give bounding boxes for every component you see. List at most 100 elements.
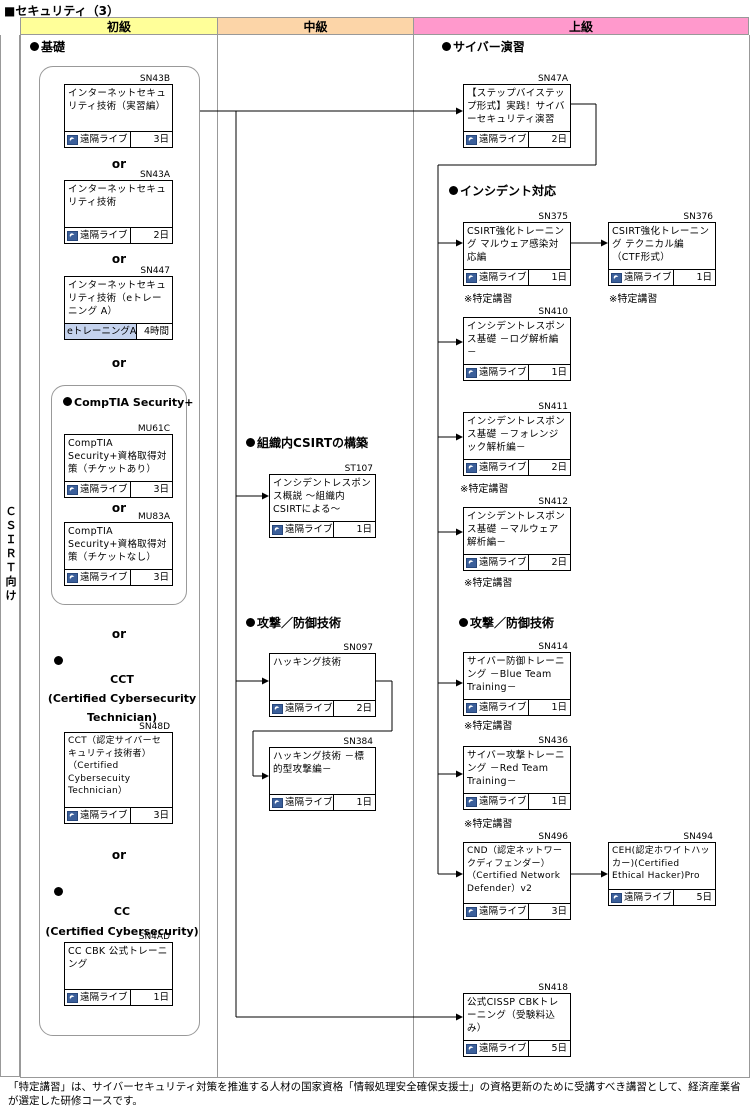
- section-attack-adv-label: 攻撃／防御技術: [470, 616, 555, 630]
- course-code: SN384: [343, 737, 373, 747]
- col-divider-3: [413, 35, 414, 1077]
- footnote: 「特定講習」は、サイバーセキュリティ対策を推進する人材の国家資格「情報処理安全確…: [8, 1081, 741, 1107]
- remote-live-icon: [67, 572, 78, 583]
- course-format: eトレーニングA: [65, 324, 137, 339]
- course-format: 遠隔ライブ: [479, 462, 527, 473]
- bullet-icon: [449, 186, 458, 195]
- course-duration: 2日: [130, 228, 172, 243]
- course-duration: 5日: [528, 1041, 570, 1056]
- course-code: SN43B: [139, 74, 170, 84]
- course-name: CEH(認定ホワイトハッカー)(Certified Ethical Hacker…: [612, 846, 710, 881]
- col-divider-2: [217, 35, 218, 1077]
- course-format: 遠隔ライブ: [285, 703, 333, 714]
- course-MU83A[interactable]: MU83A CompTIA Security+資格取得対策（チケットなし） 遠隔…: [64, 512, 173, 586]
- side-label: ＣＳＩＲＴ向け: [5, 505, 17, 602]
- remote-live-icon: [466, 702, 477, 713]
- bullet-icon: [54, 656, 63, 665]
- course-format: 遠隔ライブ: [624, 892, 672, 903]
- remote-live-icon: [611, 272, 622, 283]
- course-format: 遠隔ライブ: [285, 524, 333, 535]
- section-incident-label: インシデント対応: [460, 184, 557, 198]
- course-SN414[interactable]: SN414 サイバー防御トレーニング －Blue Team Training－ …: [463, 642, 571, 716]
- course-duration: 3日: [130, 132, 172, 147]
- section-cct: CCT (Certified Cybersecurity Technician): [44, 651, 200, 727]
- course-format: 遠隔ライブ: [479, 557, 527, 568]
- course-duration: 4時間: [136, 324, 172, 339]
- header-intermediate: 中級: [217, 17, 414, 35]
- course-code: SN48D: [139, 722, 170, 732]
- course-duration: 1日: [528, 270, 570, 285]
- section-cyber-drill: サイバー演習: [442, 38, 525, 55]
- remote-live-icon: [466, 367, 477, 378]
- course-code: SN418: [538, 983, 568, 993]
- remote-live-icon: [466, 557, 477, 568]
- course-duration: 1日: [130, 990, 172, 1005]
- bullet-icon: [246, 618, 255, 627]
- remote-live-icon: [466, 906, 477, 917]
- course-SN494[interactable]: SN494 CEH(認定ホワイトハッカー)(Certified Ethical …: [608, 832, 716, 906]
- special-course-note: ※特定講習: [464, 819, 513, 830]
- remote-live-icon: [466, 462, 477, 473]
- section-cct-label: CCT (Certified Cybersecurity Technician): [47, 673, 197, 724]
- special-course-note: ※特定講習: [464, 721, 513, 732]
- remote-live-icon: [466, 1043, 477, 1054]
- or-label: or: [111, 501, 127, 515]
- basic-group-frame: [39, 66, 200, 1036]
- remote-live-icon: [466, 272, 477, 283]
- course-MU61C[interactable]: MU61C CompTIA Security+資格取得対策（チケットあり） 遠隔…: [64, 424, 173, 498]
- course-format: 遠隔ライブ: [479, 702, 527, 713]
- course-duration: 1日: [528, 794, 570, 809]
- course-SN436[interactable]: SN436 サイバー攻撃トレーニング －Red Team Training－ 遠…: [463, 736, 571, 810]
- section-comptia: CompTIA Security+: [63, 396, 193, 409]
- course-name: CSIRT強化トレーニング テクニカル編（CTF形式）: [612, 226, 710, 263]
- course-name: サイバー攻撃トレーニング －Red Team Training－: [467, 750, 565, 787]
- course-format: 遠隔ライブ: [479, 367, 527, 378]
- course-name: ハッキング技術: [273, 657, 342, 668]
- section-basic-label: 基礎: [41, 40, 66, 54]
- remote-live-icon: [272, 703, 283, 714]
- course-code: SN447: [140, 266, 170, 276]
- bullet-icon: [30, 42, 39, 51]
- course-duration: 2日: [528, 555, 570, 570]
- course-code: SN43A: [139, 170, 170, 180]
- course-format: 遠隔ライブ: [80, 230, 128, 241]
- or-label: or: [111, 627, 127, 641]
- course-code: SN376: [683, 212, 713, 222]
- course-duration: 2日: [333, 701, 375, 716]
- course-name: CND（認定ネットワークディフェンダー）（Certified Network D…: [467, 846, 563, 894]
- course-name: インシデントレスポンス基礎 －ログ解析編－: [467, 321, 566, 358]
- or-label: or: [111, 848, 127, 862]
- course-SN48D[interactable]: SN48D CCT（認定サイバーセキュリティ技術者）（Certified Cyb…: [64, 722, 173, 824]
- course-SN447[interactable]: SN447 インターネットセキュリティ技術（eトレーニング A） eトレーニング…: [64, 266, 173, 340]
- side-label-cell: ＣＳＩＲＴ向け: [0, 35, 20, 1077]
- section-attack-adv: 攻撃／防御技術: [459, 614, 554, 631]
- section-comptia-label: CompTIA Security+: [74, 396, 194, 409]
- page-title: ■セキュリティ（3）: [4, 4, 119, 18]
- course-SN47A[interactable]: SN47A 【ステップバイステップ形式】実践！サイバーセキュリティ演習 遠隔ライ…: [463, 74, 571, 148]
- course-duration: 3日: [528, 904, 570, 919]
- course-name: CompTIA Security+資格取得対策（チケットなし）: [68, 526, 167, 563]
- section-basic: 基礎: [30, 38, 65, 55]
- course-duration: 1日: [528, 700, 570, 715]
- course-code: SN411: [538, 402, 568, 412]
- course-duration: 1日: [333, 522, 375, 537]
- course-code: SN496: [538, 832, 568, 842]
- course-name: CSIRT強化トレーニング マルウェア感染対応編: [467, 226, 565, 263]
- course-code: MU83A: [138, 512, 170, 522]
- course-name: インターネットセキュリティ技術: [68, 184, 167, 208]
- course-SN496[interactable]: SN496 CND（認定ネットワークディフェンダー）（Certified Net…: [463, 832, 571, 920]
- course-format: 遠隔ライブ: [80, 134, 128, 145]
